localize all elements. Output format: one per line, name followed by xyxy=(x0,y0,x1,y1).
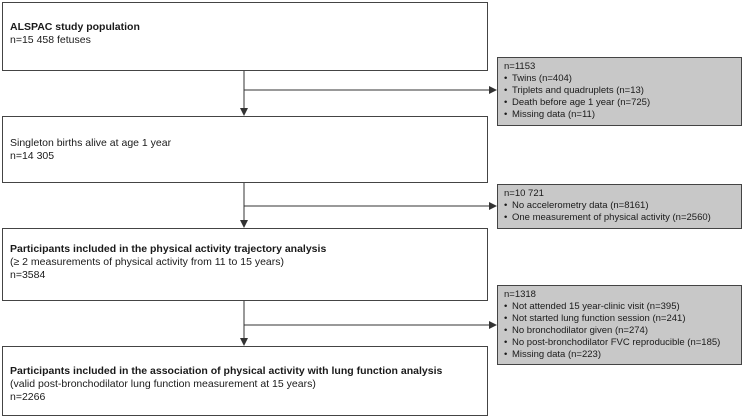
association-criteria: (valid post-bronchodilator lung function… xyxy=(10,378,316,390)
exclusion-item: Not attended 15 year-clinic visit (n=395… xyxy=(504,301,735,313)
exclusion-item: Not started lung function session (n=241… xyxy=(504,313,735,325)
exclusion-box-2: n=10 721 No accelerometry data (n=8161) … xyxy=(497,184,742,229)
trajectory-box: Participants included in the physical ac… xyxy=(2,228,488,301)
exclusion-item: No accelerometry data (n=8161) xyxy=(504,200,735,212)
trajectory-count: n=3584 xyxy=(10,269,46,281)
trajectory-criteria: (≥ 2 measurements of physical activity f… xyxy=(10,256,285,268)
singleton-box: Singleton births alive at age 1 year n=1… xyxy=(2,116,488,183)
exclusion-item: No post-bronchodilator FVC reproducible … xyxy=(504,337,735,349)
study-population-count: n=15 458 fetuses xyxy=(10,34,91,46)
trajectory-title: Participants included in the physical ac… xyxy=(10,243,327,255)
association-count: n=2266 xyxy=(10,391,46,403)
exclusion-item: Missing data (n=223) xyxy=(504,349,735,361)
exclusion-item: Missing data (n=11) xyxy=(504,109,735,121)
singleton-label: Singleton births alive at age 1 year xyxy=(10,137,172,149)
association-title: Participants included in the association… xyxy=(10,365,443,377)
exclusion-item: Death before age 1 year (n=725) xyxy=(504,97,735,109)
exclusion-item: One measurement of physical activity (n=… xyxy=(504,212,735,224)
study-population-box: ALSPAC study population n=15 458 fetuses xyxy=(2,2,488,71)
exclusion-box-3: n=1318 Not attended 15 year-clinic visit… xyxy=(497,285,742,365)
exclusion-item: Triplets and quadruplets (n=13) xyxy=(504,85,735,97)
study-population-title: ALSPAC study population xyxy=(10,21,140,33)
exclusion-3-count: n=1318 xyxy=(504,289,536,300)
exclusion-item: Twins (n=404) xyxy=(504,73,735,85)
exclusion-2-count: n=10 721 xyxy=(504,188,544,199)
association-box: Participants included in the association… xyxy=(2,346,488,416)
exclusion-1-count: n=1153 xyxy=(504,61,536,72)
exclusion-box-1: n=1153 Twins (n=404) Triplets and quadru… xyxy=(497,57,742,126)
singleton-count: n=14 305 xyxy=(10,150,55,162)
exclusion-item: No bronchodilator given (n=274) xyxy=(504,325,735,337)
